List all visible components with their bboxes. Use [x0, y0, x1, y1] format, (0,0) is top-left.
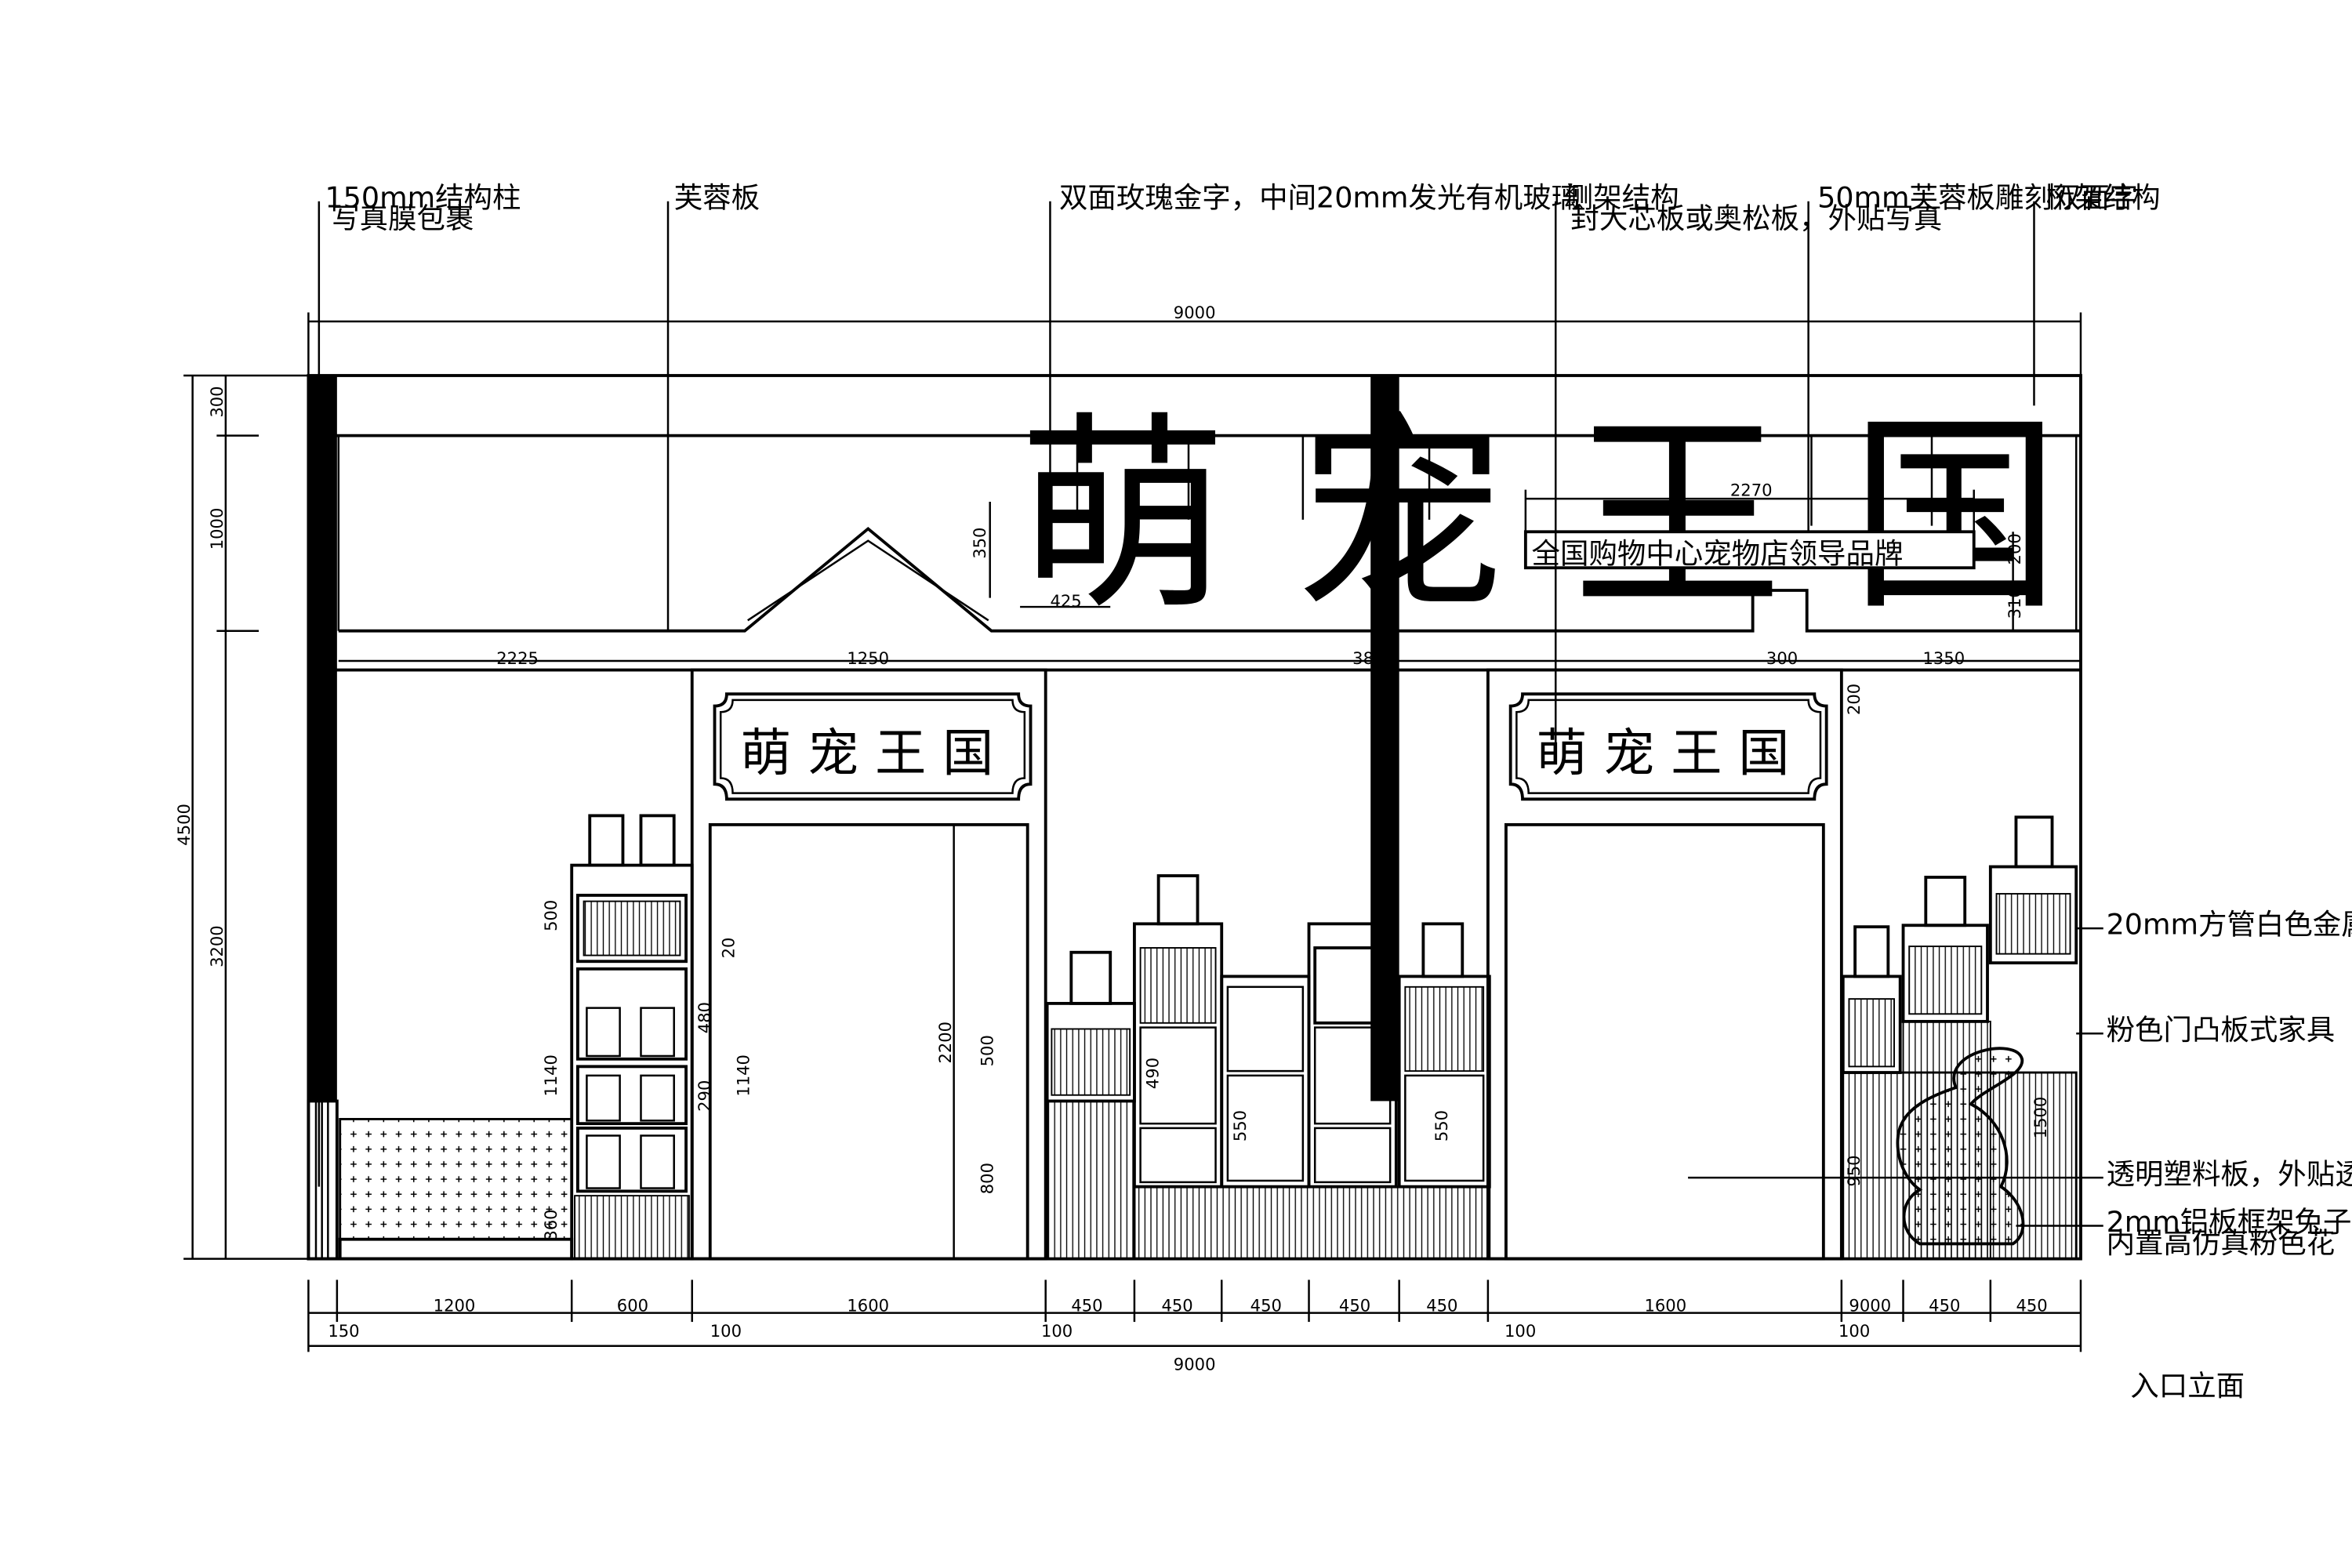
dim-38: 38	[1352, 648, 1374, 668]
dim-550b: 550	[1432, 1110, 1451, 1142]
dim-490: 490	[1143, 1058, 1163, 1089]
dim-s100b: 100	[1041, 1321, 1073, 1341]
dim-1140b: 1140	[734, 1054, 753, 1097]
dim-b450b: 450	[1161, 1296, 1192, 1316]
main-sign-text: 萌 宠 王 国	[1017, 394, 2060, 639]
door-right: 萌 宠 王 国	[1486, 668, 1843, 1261]
note-furniture: 粉色门凸板式家具	[2107, 1013, 2336, 1047]
dim-950: 950	[1844, 1155, 1864, 1186]
dimension-labels: 9000 9000 2225 1250 38 300 1350 2270 425…	[328, 303, 2047, 1374]
rabbit-figure	[1896, 1047, 2025, 1246]
structural-column-left	[308, 376, 337, 1102]
dim-total-bottom: 9000	[1174, 1354, 1216, 1374]
dim-s100d: 100	[1838, 1321, 1870, 1341]
dim-1000: 1000	[207, 508, 227, 550]
dim-480: 480	[695, 1002, 714, 1033]
dim-2200: 2200	[935, 1022, 955, 1064]
dim-290a: 290	[695, 1080, 714, 1112]
note-column-1: 150mm结构柱	[325, 180, 521, 214]
dim-3200: 3200	[207, 925, 227, 967]
dim-b1600b: 1600	[1644, 1296, 1686, 1316]
dim-b450f: 450	[1929, 1296, 1960, 1316]
drawing-title: 入口立面	[2130, 1369, 2245, 1403]
note-tube: 20mm方管白色金属架	[2107, 908, 2352, 942]
door-left-sign-text: 萌 宠 王 国	[740, 724, 993, 783]
note-plastic: 透明塑料板，外贴透明写真膜	[2107, 1157, 2352, 1191]
dim-310: 310	[2005, 587, 2024, 619]
dim-b450c: 450	[1250, 1296, 1282, 1316]
vertical-dimension-labels: 4500 300 1000 3200 350 200 310 2200 500 …	[174, 386, 2050, 1240]
shelf-left	[570, 814, 694, 1261]
dim-b450d: 450	[1339, 1296, 1370, 1316]
door-right-sign-text: 萌 宠 王 国	[1536, 724, 1789, 783]
dim-20a: 20	[718, 938, 738, 959]
note-truss: 桁架结构	[2046, 180, 2161, 214]
shelf-center	[1045, 874, 1491, 1261]
top-notes: 150mm结构柱 写真膜包裹 芙蓉板 双面玫瑰金字，中间20mm发光有机玻璃 侧…	[325, 180, 2161, 235]
planter-left	[339, 1117, 573, 1241]
dim-b1200: 1200	[434, 1296, 476, 1316]
dim-550a: 550	[1230, 1110, 1250, 1142]
column-base-left	[307, 1099, 339, 1261]
note-side-2: 封大芯板或奥松板，外贴写真	[1570, 201, 1942, 235]
dim-300b: 300	[1766, 648, 1798, 668]
dim-b450e: 450	[1426, 1296, 1457, 1316]
dim-300: 300	[207, 386, 227, 417]
note-letters: 双面玫瑰金字，中间20mm发光有机玻璃	[1059, 180, 1580, 214]
dim-2270: 2270	[1730, 480, 1773, 499]
slogan-box	[1523, 530, 1976, 570]
dim-1350: 1350	[1922, 648, 1965, 668]
note-board: 芙蓉板	[674, 180, 760, 214]
dim-s150: 150	[328, 1321, 359, 1341]
dim-500: 500	[541, 900, 561, 931]
dim-350: 350	[970, 528, 989, 559]
dim-b9000: 9000	[1849, 1296, 1891, 1316]
dim-b600: 600	[617, 1296, 648, 1316]
note-side-1: 侧架结构	[1565, 180, 1679, 214]
dim-total-top: 9000	[1174, 303, 1216, 322]
note-column-2: 写真膜包裹	[331, 201, 474, 235]
dim-1140a: 1140	[541, 1054, 561, 1097]
dim-b450a: 450	[1071, 1296, 1102, 1316]
dim-s100a: 100	[710, 1321, 742, 1341]
dim-2225: 2225	[496, 648, 539, 668]
dim-500b: 500	[978, 1035, 997, 1066]
dim-800: 800	[978, 1163, 997, 1194]
dim-4500: 4500	[174, 804, 194, 846]
dim-b1600a: 1600	[847, 1296, 889, 1316]
note-rabbit-2: 内置高仿真粉色花	[2107, 1226, 2336, 1260]
structural-column-middle	[1370, 376, 1399, 1102]
right-notes: 20mm方管白色金属架 粉色门凸板式家具 透明塑料板，外贴透明写真膜 2mm铝板…	[2107, 908, 2352, 1260]
dim-s100c: 100	[1504, 1321, 1536, 1341]
dimension-lines	[183, 201, 2103, 1352]
dim-b450g: 450	[2016, 1296, 2047, 1316]
note-rabbit-1: 2mm铝板框架兔子形状	[2107, 1205, 2352, 1239]
dim-notch-200: 200	[1844, 684, 1864, 715]
door-left: 萌 宠 王 国	[690, 668, 1047, 1261]
dim-360a: 360	[541, 1209, 561, 1240]
slogan-text: 全国购物中心宠物店领导品牌	[1532, 537, 1904, 571]
dim-1250: 1250	[847, 648, 889, 668]
note-carve: 50mm芙蓉板雕刻双面字	[1817, 180, 2138, 214]
dim-425: 425	[1050, 591, 1081, 611]
dim-1500: 1500	[2031, 1097, 2050, 1139]
dim-slogan-200: 200	[2005, 533, 2024, 564]
